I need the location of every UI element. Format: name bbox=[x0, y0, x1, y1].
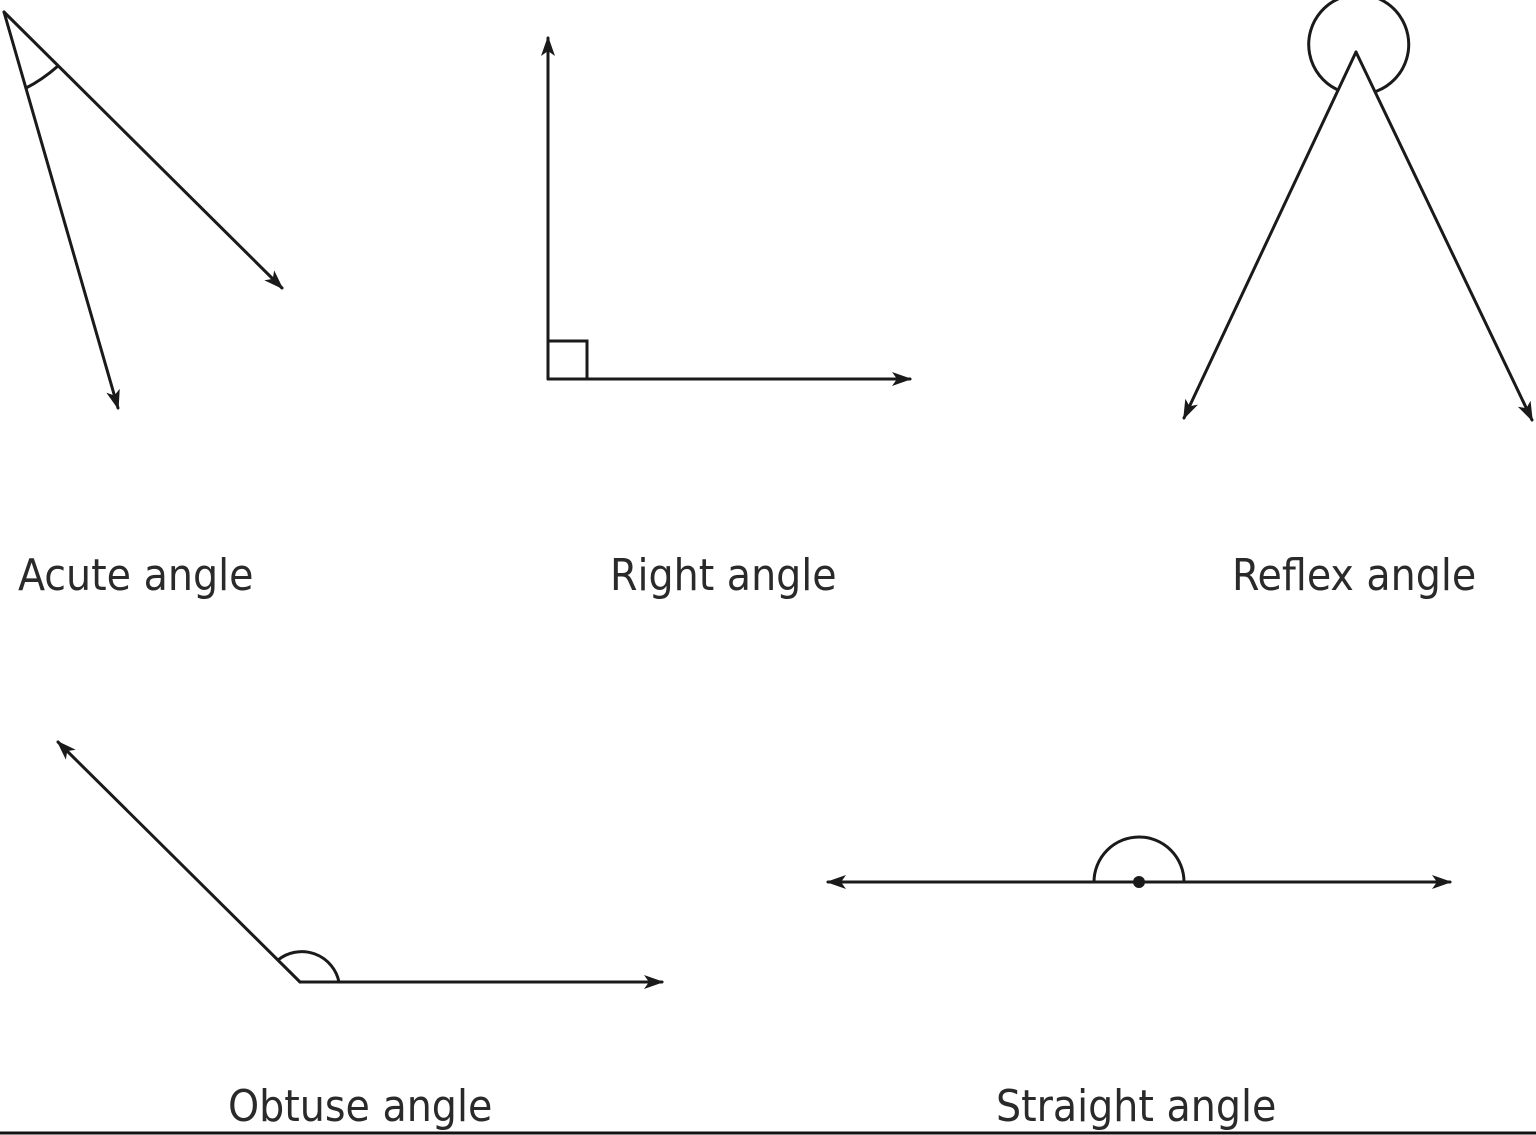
obtuse-angle-figure bbox=[56, 740, 664, 989]
acute-angle-arc bbox=[24, 64, 60, 90]
acute-angle-label: Acute angle bbox=[18, 550, 253, 601]
straight-angle-figure bbox=[826, 835, 1452, 889]
reflex-angle-figure bbox=[1182, 0, 1534, 422]
straight-angle-label: Straight angle bbox=[996, 1081, 1276, 1132]
acute-angle-figure bbox=[2, 10, 284, 410]
reflex-ray-left bbox=[1182, 50, 1358, 420]
acute-ray-shallow bbox=[2, 10, 284, 290]
reflex-ray-right bbox=[1354, 50, 1534, 422]
straight-angle-vertex-dot bbox=[1133, 876, 1145, 888]
obtuse-ray-diagonal bbox=[56, 740, 302, 984]
right-angle-square bbox=[546, 339, 589, 381]
acute-ray-steep bbox=[2, 10, 120, 410]
reflex-angle-arc bbox=[1307, 0, 1411, 93]
right-angle-label: Right angle bbox=[610, 550, 837, 601]
reflex-angle-label: Reflex angle bbox=[1232, 550, 1476, 601]
straight-angle-arc bbox=[1092, 835, 1186, 884]
right-angle-figure bbox=[541, 36, 912, 386]
obtuse-angle-arc bbox=[276, 950, 341, 984]
obtuse-angle-label: Obtuse angle bbox=[228, 1081, 492, 1132]
